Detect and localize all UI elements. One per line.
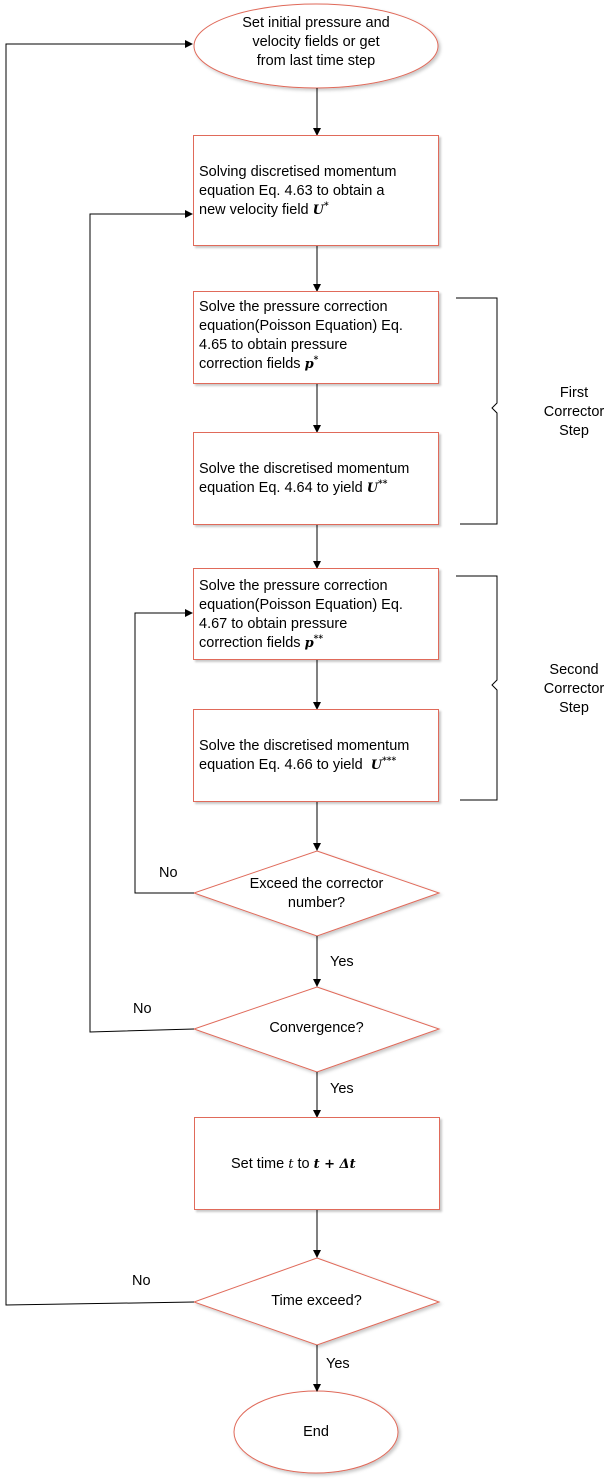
set-time-text: Set time bbox=[231, 1156, 285, 1172]
time-step-expression: t + Δt bbox=[313, 1157, 356, 1172]
time-no-label: No bbox=[132, 1273, 151, 1289]
start-line-3: from last time step bbox=[256, 53, 376, 69]
momentum-line-3-text: new velocity field bbox=[199, 202, 309, 218]
convergence-no-label: No bbox=[133, 1001, 152, 1017]
time-symbol: t bbox=[288, 1157, 294, 1172]
momentum-line-3: new velocity field U* bbox=[199, 201, 432, 220]
decision-corrector-line-2: number? bbox=[287, 895, 346, 911]
pressure2-line-4-text: correction fields bbox=[199, 635, 301, 651]
pressure-correction-2-box: Solve the pressure correction equation(P… bbox=[193, 568, 439, 660]
convergence-yes-label: Yes bbox=[330, 1081, 354, 1097]
set-time-line: Set time t to t + Δt bbox=[231, 1155, 433, 1174]
start-line-1: Set initial pressure and bbox=[242, 15, 390, 31]
momentum-corrector-1-box: Solve the discretised momentum equation … bbox=[193, 432, 439, 525]
first-corrector-label: First Corrector Step bbox=[534, 384, 614, 441]
brace-first-corrector bbox=[456, 297, 498, 525]
end-text: End bbox=[303, 1424, 329, 1440]
start-terminator-shape bbox=[193, 3, 439, 89]
first-corrector-line-2: Corrector bbox=[543, 404, 605, 420]
second-corrector-label: Second Corrector Step bbox=[534, 661, 614, 718]
pressure-correction-1-box: Solve the pressure correction equation(P… bbox=[193, 291, 439, 384]
second-corrector-line-1: Second bbox=[549, 662, 599, 678]
decision-corrector-line-1: Exceed the corrector bbox=[249, 876, 384, 892]
pressure1-line-1: Solve the pressure correction bbox=[199, 299, 388, 315]
momentum1-line-2: equation Eq. 4.64 to yield U** bbox=[199, 479, 432, 498]
momentum-line-1: Solving discretised momentum bbox=[199, 164, 397, 180]
pressure2-line-4: correction fields p** bbox=[199, 634, 432, 653]
start-line-2: velocity fields or get bbox=[252, 34, 380, 50]
decision-convergence-text: Convergence? bbox=[269, 1020, 364, 1036]
first-corrector-line-1: First bbox=[559, 385, 589, 401]
pressure-symbol-2: p** bbox=[304, 634, 324, 651]
set-time-to: to bbox=[297, 1156, 310, 1172]
pressure2-line-2: equation(Poisson Equation) Eq. bbox=[199, 597, 403, 613]
momentum1-line-1: Solve the discretised momentum bbox=[199, 461, 410, 477]
velocity-symbol-1: U** bbox=[366, 479, 388, 496]
pressure1-line-2: equation(Poisson Equation) Eq. bbox=[199, 318, 403, 334]
pressure1-line-3: 4.65 to obtain pressure bbox=[199, 337, 348, 353]
set-time-box: Set time t to t + Δt bbox=[194, 1117, 440, 1210]
end-terminator: End bbox=[234, 1391, 398, 1473]
loop-corrector-no bbox=[134, 609, 194, 894]
corrector-yes-label: Yes bbox=[330, 954, 354, 970]
decision-time: Time exceed? bbox=[194, 1258, 439, 1345]
momentum2-line-2: equation Eq. 4.66 to yield U*** bbox=[199, 756, 432, 775]
brace-second-corrector bbox=[456, 575, 498, 801]
second-corrector-line-2: Corrector bbox=[543, 681, 605, 697]
momentum-corrector-2-box: Solve the discretised momentum equation … bbox=[193, 709, 439, 802]
start-terminator: Set initial pressure and velocity fields… bbox=[196, 4, 436, 88]
decision-time-text: Time exceed? bbox=[271, 1293, 362, 1309]
time-yes-label: Yes bbox=[326, 1356, 350, 1372]
momentum-process-box: Solving discretised momentum equation Eq… bbox=[193, 135, 439, 246]
velocity-symbol: U* bbox=[312, 201, 329, 218]
momentum1-line-2-text: equation Eq. 4.64 to yield bbox=[199, 480, 363, 496]
loop-time-no bbox=[5, 40, 195, 1306]
loop-convergence-no bbox=[89, 210, 195, 1033]
pressure1-line-4: correction fields p* bbox=[199, 355, 432, 374]
decision-corrector: Exceed the corrector number? bbox=[194, 851, 439, 936]
corrector-no-label: No bbox=[159, 865, 178, 881]
momentum2-line-2-text: equation Eq. 4.66 to yield bbox=[199, 757, 363, 773]
decision-convergence: Convergence? bbox=[194, 987, 439, 1072]
pressure2-line-1: Solve the pressure correction bbox=[199, 578, 388, 594]
second-corrector-line-3: Step bbox=[559, 700, 589, 716]
momentum-line-2: equation Eq. 4.63 to obtain a bbox=[199, 183, 385, 199]
pressure-symbol-1: p* bbox=[304, 355, 319, 372]
pressure2-line-3: 4.67 to obtain pressure bbox=[199, 616, 348, 632]
momentum2-line-1: Solve the discretised momentum bbox=[199, 738, 410, 754]
first-corrector-line-3: Step bbox=[559, 423, 589, 439]
velocity-symbol-2: U*** bbox=[370, 756, 397, 773]
pressure1-line-4-text: correction fields bbox=[199, 356, 301, 372]
